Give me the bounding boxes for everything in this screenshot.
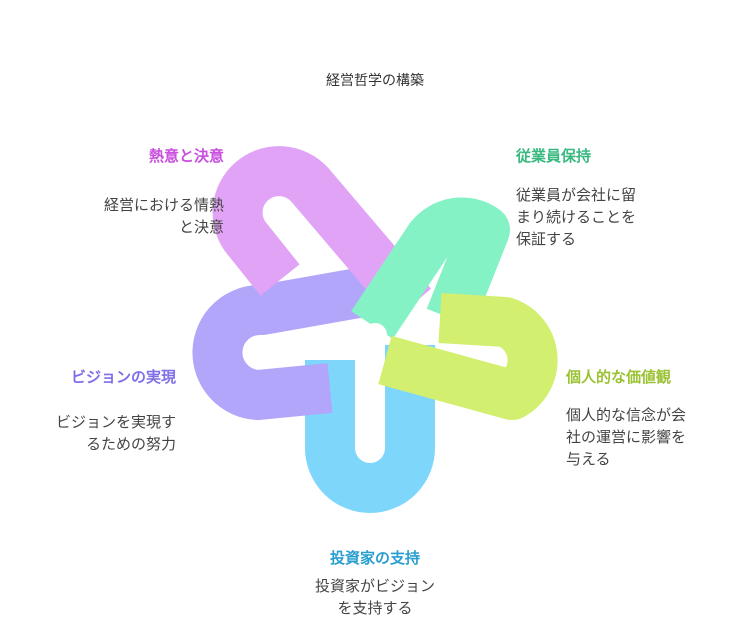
values-line-1: 個人的な信念が会 <box>566 406 687 424</box>
investor-line-2: を支持する <box>337 599 413 617</box>
vision-heading: ビジョンの実現 <box>70 368 176 386</box>
retention-line-3: 保証する <box>516 230 577 248</box>
values-description: 個人的な信念が会 社の運営に影響を 与える <box>566 404 686 470</box>
investor-description: 投資家がビジョン を支持する <box>275 575 475 619</box>
values-heading: 個人的な価値観 <box>566 368 672 386</box>
loop-values <box>378 293 558 420</box>
passion-line-2: と決意 <box>178 218 224 236</box>
values-line-2: 社の運営に影響を <box>566 428 687 446</box>
loop-passion <box>212 146 432 322</box>
vision-line-2: るための努力 <box>85 435 176 453</box>
loop-vision <box>192 265 380 420</box>
loop-retention <box>351 197 510 339</box>
vision-line-1: ビジョンを実現す <box>55 413 176 431</box>
passion-description: 経営における情熱 と決意 <box>60 194 224 238</box>
vision-description: ビジョンを実現す るための努力 <box>20 411 176 455</box>
diagram-title: 経営哲学の構築 <box>326 73 424 89</box>
investor-line-1: 投資家がビジョン <box>314 577 435 595</box>
retention-heading: 従業員保持 <box>516 147 592 165</box>
retention-description: 従業員が会社に留 まり続けることを 保証する <box>516 184 636 250</box>
retention-line-2: まり続けることを <box>516 208 637 226</box>
center-gap <box>363 323 387 347</box>
passion-heading: 熱意と決意 <box>148 147 224 165</box>
values-line-3: 与える <box>566 450 611 468</box>
loop-investor <box>305 345 435 513</box>
investor-heading: 投資家の支持 <box>329 549 420 567</box>
passion-line-1: 経営における情熱 <box>103 196 224 214</box>
retention-line-1: 従業員が会社に留 <box>516 186 637 204</box>
